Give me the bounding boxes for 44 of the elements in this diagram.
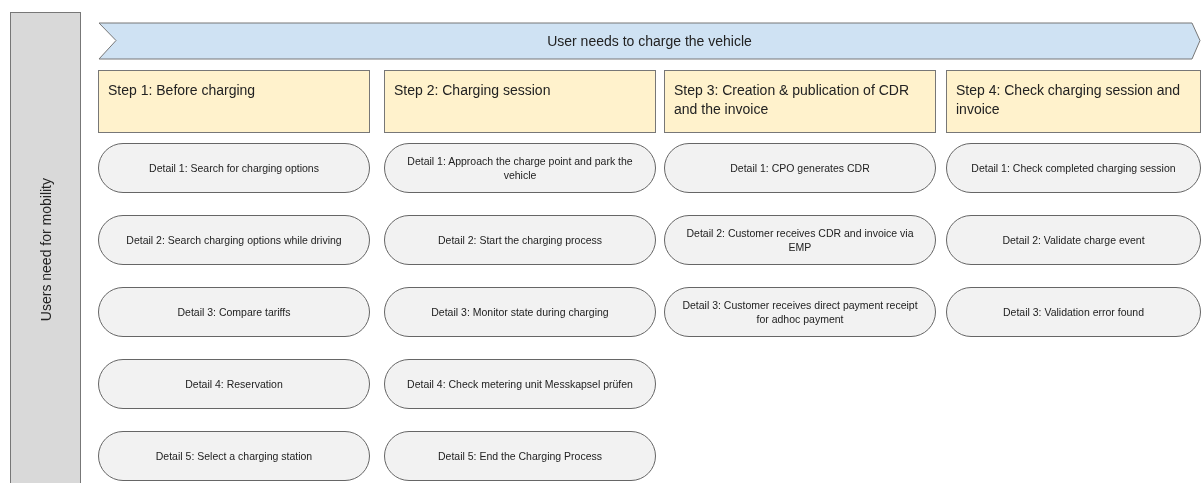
- detail-pill: [384, 215, 656, 265]
- detail-pill: [384, 431, 656, 481]
- detail-text: Detail 3: Monitor state during charging: [431, 305, 609, 319]
- detail-text: Detail 3: Validation error found: [1002, 305, 1145, 319]
- detail-text: Detail 4: Check metering unit Messkapsel prüfen: [407, 377, 633, 391]
- step-heading: Step 1: Before charging: [108, 81, 257, 100]
- detail-pill: [98, 287, 370, 337]
- step-header-box: [98, 70, 370, 133]
- detail-text: Detail 5: End the Charging Process: [438, 449, 602, 463]
- swimlane-band: [10, 12, 81, 483]
- detail-pill: [946, 215, 1201, 265]
- banner-label: User needs to charge the vehicle: [547, 33, 752, 49]
- detail-text: Detail 1: Check completed charging session: [971, 161, 1176, 175]
- detail-text: Detail 4: Reservation: [185, 377, 283, 391]
- step-header-box: [664, 70, 936, 133]
- detail-pill: [98, 359, 370, 409]
- detail-pill: [664, 215, 936, 265]
- detail-text: Detail 3: Compare tariffs: [177, 305, 291, 319]
- detail-text: Detail 1: Search for charging options: [149, 161, 319, 175]
- detail-text: Detail 2: Validate charge event: [1002, 233, 1145, 247]
- detail-pill: [946, 287, 1201, 337]
- detail-pill: [664, 287, 936, 337]
- step-heading: Step 2: Charging session: [394, 81, 552, 100]
- detail-text: Detail 2: Search charging options while driving: [126, 233, 342, 247]
- detail-pill: [384, 359, 656, 409]
- step-header-box: [384, 70, 656, 133]
- detail-pill: [98, 143, 370, 193]
- detail-text: Detail 3: Customer receives direct payment receipt for adhoc payment: [681, 298, 919, 326]
- step-heading: Step 3: Creation & publication of CDR and the invoice: [674, 81, 910, 119]
- detail-text: Detail 1: CPO generates CDR: [730, 161, 870, 175]
- step-heading: Step 4: Check charging session and invoice: [956, 81, 1182, 119]
- detail-pill: [384, 143, 656, 193]
- detail-pill: [946, 143, 1201, 193]
- detail-text: Detail 5: Select a charging station: [155, 449, 313, 463]
- detail-text: Detail 2: Customer receives CDR and invoice via EMP: [685, 226, 915, 254]
- lane-label: Users need for mobility: [37, 177, 54, 322]
- chevron-banner: [98, 22, 1201, 60]
- detail-pill: [98, 431, 370, 481]
- step-header-box: [946, 70, 1201, 133]
- detail-text: Detail 2: Start the charging process: [438, 233, 602, 247]
- detail-text: Detail 1: Approach the charge point and park the vehicle: [406, 154, 634, 182]
- detail-pill: [384, 287, 656, 337]
- detail-pill: [98, 215, 370, 265]
- detail-pill: [664, 143, 936, 193]
